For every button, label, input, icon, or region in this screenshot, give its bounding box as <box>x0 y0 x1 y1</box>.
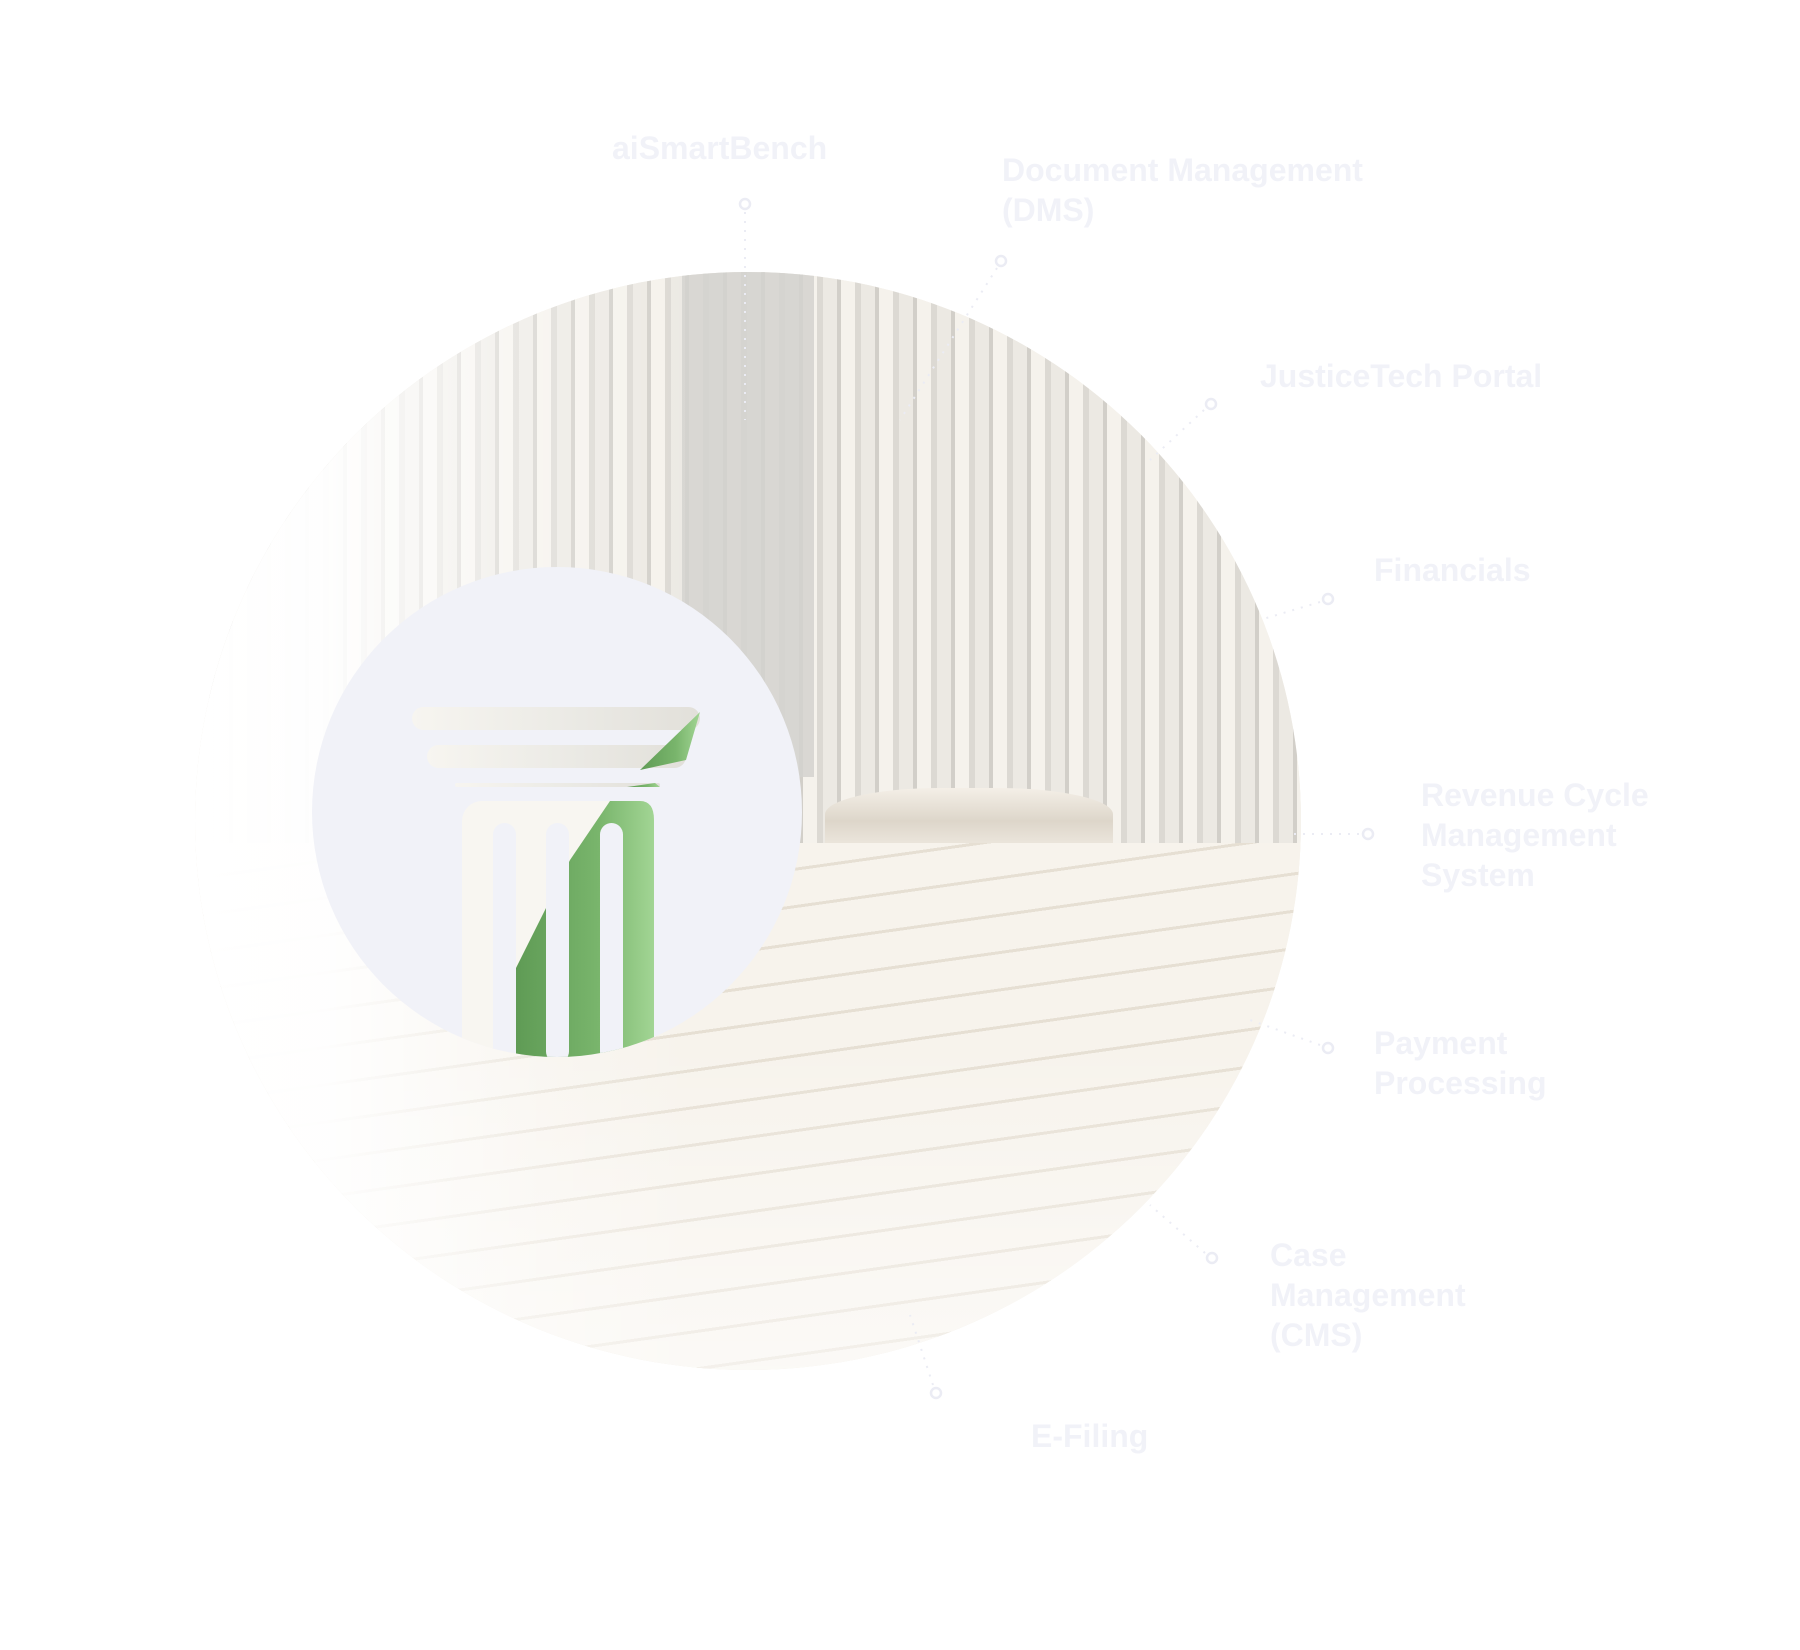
label-line: Case <box>1270 1237 1347 1273</box>
node-label-case-management: Case Management (CMS) <box>1270 1235 1466 1355</box>
node-dot <box>994 254 1008 268</box>
node-label-aismartbench: aiSmartBench <box>612 128 827 168</box>
label-line: Financials <box>1374 552 1531 588</box>
label-line: Revenue Cycle <box>1421 777 1649 813</box>
label-line: Management <box>1421 817 1617 853</box>
label-line: JusticeTech Portal <box>1260 358 1543 394</box>
label-line: (CMS) <box>1270 1317 1363 1353</box>
label-line: Document Management <box>1002 152 1363 188</box>
node-label-revenue-cycle: Revenue Cycle Management System <box>1421 775 1649 895</box>
node-label-payment-processing: Payment Processing <box>1374 1023 1547 1103</box>
node-label-e-filing: E-Filing <box>1031 1416 1148 1456</box>
label-line: System <box>1421 857 1535 893</box>
label-line: Processing <box>1374 1065 1547 1101</box>
pillar-growth-chart-icon <box>412 707 700 1057</box>
node-label-financials: Financials <box>1374 550 1531 590</box>
node-dot <box>1321 1041 1335 1055</box>
node-dot <box>738 197 752 211</box>
label-line: (DMS) <box>1002 192 1095 228</box>
label-line: Management <box>1270 1277 1466 1313</box>
node-dot <box>1204 397 1218 411</box>
label-line: E-Filing <box>1031 1418 1149 1454</box>
node-dot <box>1321 592 1335 606</box>
node-dot <box>1361 827 1375 841</box>
node-dot <box>1205 1251 1219 1265</box>
center-logo-badge <box>312 567 802 1057</box>
node-label-justicetech-portal: JusticeTech Portal <box>1260 356 1542 396</box>
node-label-dms: Document Management (DMS) <box>1002 150 1363 230</box>
label-line: aiSmartBench <box>612 130 828 166</box>
label-line: Payment <box>1374 1025 1508 1061</box>
node-dot <box>929 1386 943 1400</box>
